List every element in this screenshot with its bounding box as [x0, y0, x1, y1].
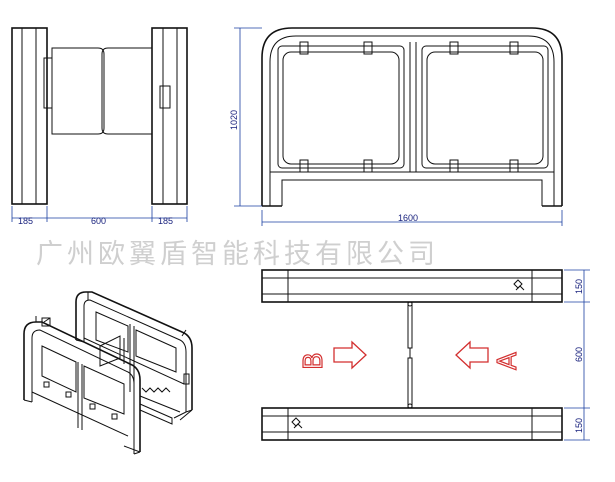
top-dim-middle: 600 — [574, 347, 584, 362]
right-cabinet-reader — [159, 85, 171, 109]
company-name: 广州欧翼盾智能科技有限公司 — [36, 239, 439, 270]
front-dim-right: 185 — [158, 216, 173, 226]
left-cabinet — [11, 27, 48, 205]
top-dim-lower: 150 — [574, 418, 584, 433]
top-view-lower-flap — [407, 357, 413, 409]
side-outer-frame — [261, 27, 563, 206]
front-dim-middle: 600 — [91, 216, 106, 226]
side-left-glass — [277, 45, 405, 169]
side-base-rail — [281, 179, 543, 206]
top-view: B A 150 600 150 — [261, 269, 590, 441]
right-swing-panel — [101, 47, 153, 135]
isometric-view — [23, 291, 193, 455]
front-dim-left: 185 — [18, 216, 33, 226]
left-swing-panel — [51, 47, 105, 135]
top-dim-upper: 150 — [574, 279, 584, 294]
right-cabinet — [151, 27, 188, 205]
side-view: 1020 1600 — [229, 27, 563, 226]
arrow-left-icon — [455, 340, 489, 370]
front-view: 185 600 185 — [11, 27, 188, 226]
direction-label-b: B — [299, 352, 329, 370]
top-view-lower-cabinet — [261, 407, 563, 441]
side-dim-height: 1020 — [229, 110, 239, 130]
top-view-upper-cabinet — [261, 269, 563, 303]
top-view-upper-flap — [407, 301, 413, 349]
side-dim-width: 1600 — [398, 213, 418, 223]
arrow-right-icon — [333, 340, 367, 370]
direction-label-a: A — [493, 352, 523, 370]
side-right-glass — [421, 45, 549, 169]
left-cabinet-reader — [43, 57, 53, 109]
